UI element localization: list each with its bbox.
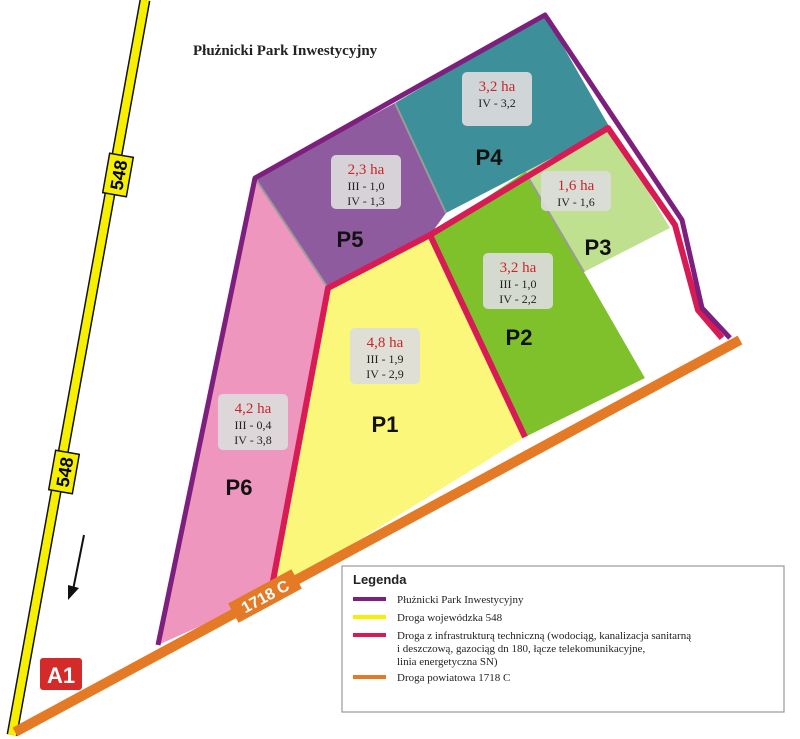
plot-soil-class: IV - 2,9 <box>366 367 403 381</box>
plot-soil-class: III - 1,0 <box>348 179 385 193</box>
plot-area: 1,6 ha <box>558 178 595 194</box>
legend-label: linia energetyczna SN) <box>397 656 498 668</box>
legend-item-infra: Droga z infrastrukturą techniczną (wodoc… <box>353 630 691 668</box>
plot-info-box <box>218 394 288 450</box>
infra-road-branch <box>427 233 528 439</box>
road-548-fill <box>8 0 149 736</box>
direction-arrow-icon <box>68 534 85 600</box>
plot-soil-class: III - 0,4 <box>235 418 272 432</box>
plot-soil-class: IV - 2,2 <box>499 292 536 306</box>
plot-soil-class: III - 1,0 <box>500 277 537 291</box>
plot-id: P4 <box>476 145 504 170</box>
plot-area: 2,3 ha <box>348 162 385 178</box>
plot-id: P5 <box>337 227 364 252</box>
a1-badge: A1 <box>40 658 82 690</box>
legend-label: i deszczową, gazociąg dn 180, łącze tele… <box>397 643 646 655</box>
plot-soil-class: IV - 1,6 <box>557 195 594 209</box>
road-548-label-bottom: 548 <box>47 449 81 495</box>
plot-soil-class: IV - 1,3 <box>347 194 384 208</box>
legend-item-road1718: Droga powiatowa 1718 C <box>353 672 510 684</box>
plot-area: 3,2 ha <box>500 260 537 276</box>
legend-label: Droga wojewódzka 548 <box>397 612 503 624</box>
plot-id: P6 <box>226 475 253 500</box>
legend-label: Droga z infrastrukturą techniczną (wodoc… <box>397 630 691 642</box>
plot-area: 3,2 ha <box>479 79 516 95</box>
plot-id: P3 <box>585 235 612 260</box>
legend-title: Legenda <box>353 572 407 587</box>
plot-info-box <box>350 328 420 384</box>
legend: Legenda Płużnicki Park InwestycyjnyDroga… <box>341 565 785 713</box>
plot-p1[interactable] <box>270 235 525 595</box>
park-boundary <box>155 12 732 646</box>
division-p3-p2 <box>524 171 585 273</box>
legend-item-park: Płużnicki Park Inwestycyjny <box>353 594 524 606</box>
page-title: Płużnicki Park Inwestycyjny <box>193 43 378 59</box>
road-1718c <box>12 335 743 737</box>
plot-id: P1 <box>372 412 399 437</box>
plot-soil-class: III - 1,9 <box>367 352 404 366</box>
plot-soil-class: IV - 3,8 <box>234 433 271 447</box>
plot-info-box <box>331 155 401 209</box>
plot-area: 4,8 ha <box>367 335 404 351</box>
legend-label: Droga powiatowa 1718 C <box>397 672 510 684</box>
plot-area: 4,2 ha <box>235 401 272 417</box>
legend-item-road548: Droga wojewódzka 548 <box>353 612 503 624</box>
infra-road <box>267 125 725 598</box>
legend-label: Płużnicki Park Inwestycyjny <box>397 594 524 606</box>
road-548-label-top: 548 <box>101 152 135 198</box>
plot-info-box <box>483 253 553 309</box>
plot-id: P2 <box>506 325 533 350</box>
a1-badge-text: A1 <box>47 663 75 688</box>
plot-soil-class: IV - 3,2 <box>478 96 515 110</box>
division-p5-p4 <box>394 102 447 214</box>
plot-info-box <box>462 72 532 126</box>
plot-info-box <box>541 171 611 211</box>
